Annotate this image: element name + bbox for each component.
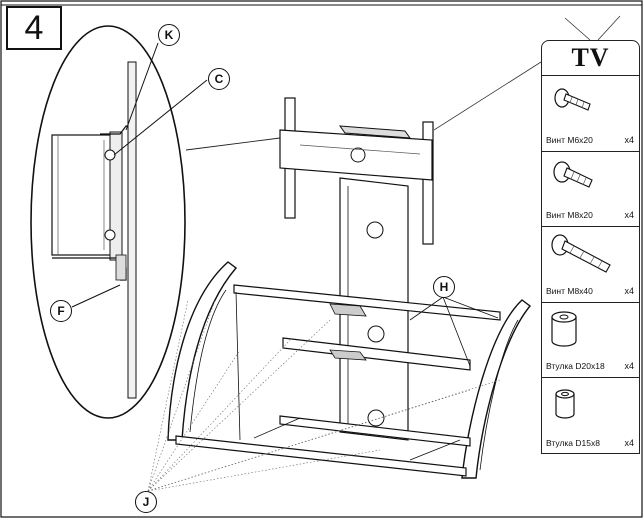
- part-item: Винт M6x20 x4: [542, 76, 639, 152]
- vertical-column: [339, 177, 409, 441]
- step-number: 4: [6, 6, 62, 50]
- part-qty: x4: [624, 134, 634, 145]
- screw-short-icon: [554, 88, 591, 111]
- part-qty: x4: [624, 285, 634, 296]
- tv-antenna-right: [597, 15, 621, 41]
- tv-antenna-left: [564, 17, 591, 41]
- part-name: Втулка D15x8: [546, 437, 600, 448]
- callout-f: F: [50, 300, 72, 322]
- part-name: Винт M6x20: [546, 134, 593, 145]
- part-qty: x4: [624, 210, 634, 220]
- detail-zoom-ellipse: [30, 25, 281, 419]
- part-item: Втулка D15x8 x4: [542, 378, 639, 453]
- callout-k: K: [158, 24, 180, 46]
- callout-c: C: [208, 68, 230, 90]
- part-name: Винт M8x20: [546, 210, 593, 220]
- screw-medium-icon: [553, 160, 593, 188]
- stand-base-frame: [167, 261, 532, 479]
- spacer-small-icon: [555, 389, 575, 419]
- panel-title: TV: [542, 41, 639, 76]
- part-name: Втулка D20x18: [546, 361, 605, 371]
- part-item: Винт M8x20 x4: [542, 152, 639, 227]
- part-item: Винт M8x40 x4: [542, 227, 639, 303]
- part-qty: x4: [624, 361, 634, 371]
- tv-mount-bracket: [279, 97, 434, 245]
- callout-h: H: [433, 276, 455, 298]
- part-item: Втулка D20x18 x4: [542, 303, 639, 378]
- screw-long-icon: [551, 234, 611, 273]
- part-name: Винт M8x40: [546, 285, 593, 296]
- callout-j: J: [135, 491, 157, 513]
- hardware-parts-panel: TV Винт M6x20 x4 Винт M8x20 x4: [541, 40, 640, 454]
- spacer-large-icon: [551, 310, 577, 347]
- part-qty: x4: [624, 437, 634, 448]
